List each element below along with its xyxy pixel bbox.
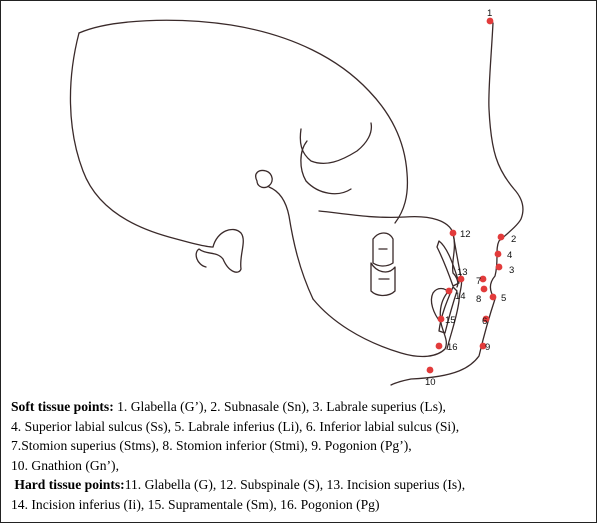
hard-tissue-line-2: 14. Incision inferius (Ii), 15. Supramen… [11, 496, 380, 512]
occipital-outline [69, 32, 214, 248]
landmark-point-4 [494, 250, 502, 258]
soft-tissue-line-3: 7.Stomion superius (Stms), 8. Stomion in… [11, 438, 412, 454]
landmark-label-13: 13 [457, 267, 468, 278]
orbit-outline [299, 122, 373, 165]
landmark-label-16: 16 [447, 342, 458, 353]
maxilla-outline [318, 210, 459, 288]
upper-incisor-outline [436, 240, 460, 287]
landmark-label-9: 9 [485, 342, 490, 353]
landmark-point-7 [479, 275, 487, 283]
hard-tissue-anterior [446, 232, 463, 350]
landmark-point-8 [480, 285, 488, 293]
landmark-point-5 [489, 293, 497, 301]
landmark-point-14 [445, 287, 453, 295]
landmark-label-4: 4 [507, 250, 512, 261]
cranium-outline [78, 19, 409, 224]
pterygoid-outline [268, 186, 314, 300]
soft-tissue-text-1: 1. Glabella (G’), 2. Subnasale (Sn), 3. … [113, 399, 446, 414]
upper-molar-outline [372, 232, 394, 267]
landmark-label-5: 5 [501, 293, 506, 304]
figure-caption: Soft tissue points: 1. Glabella (G’), 2.… [11, 397, 591, 515]
landmark-label-2: 2 [511, 234, 516, 245]
sella-outline [255, 169, 273, 189]
landmark-label-14: 14 [455, 291, 466, 302]
soft-tissue-line-4: 10. Gnathion (Gn’), [11, 457, 119, 473]
hard-tissue-text-1: 11. Glabella (G), 12. Subspinale (S), 13… [124, 477, 466, 493]
landmark-label-7: 7 [476, 276, 481, 287]
mandible-outline [312, 292, 448, 358]
landmark-label-8: 8 [476, 294, 481, 305]
landmark-label-15: 15 [445, 315, 456, 326]
zygoma-outline [300, 140, 352, 195]
hard-tissue-heading: Hard tissue points: [14, 477, 125, 493]
landmark-point-9 [479, 342, 487, 350]
landmark-point-15 [437, 315, 445, 323]
landmark-point-16 [435, 342, 443, 350]
symphysis-outline [430, 287, 450, 324]
landmark-label-3: 3 [509, 265, 514, 276]
landmark-label-10: 10 [425, 377, 436, 388]
ear-outline [195, 228, 244, 273]
landmark-point-3 [495, 263, 503, 271]
soft-tissue-heading: Soft tissue points: [11, 399, 114, 414]
landmark-point-13 [457, 275, 465, 283]
landmark-point-12 [449, 229, 457, 237]
soft-tissue-line-2: 4. Superior labial sulcus (Ss), 5. Labra… [11, 418, 460, 434]
lower-molar-outline [370, 262, 396, 297]
landmark-point-6 [482, 315, 490, 323]
landmark-label-6: 6 [482, 316, 487, 327]
lower-incisor-outline [438, 286, 458, 334]
landmark-point-1 [486, 17, 494, 25]
hard-tissue-line-1: Hard tissue points:11. Glabella (G), 12.… [11, 475, 591, 495]
landmark-point-2 [497, 233, 505, 241]
landmark-label-12: 12 [460, 229, 471, 240]
soft-tissue-line-1: Soft tissue points: 1. Glabella (G’), 2.… [11, 397, 591, 417]
landmark-point-10 [426, 366, 434, 374]
landmark-label-1: 1 [487, 8, 492, 19]
soft-tissue-profile [390, 22, 524, 386]
